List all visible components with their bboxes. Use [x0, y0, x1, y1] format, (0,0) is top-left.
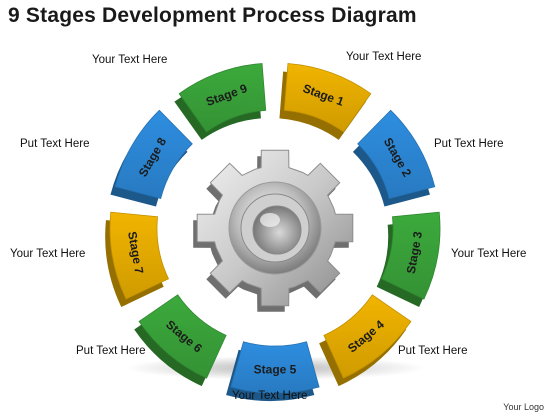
callout-text-2: Put Text Here	[434, 138, 504, 150]
stage-segment-5: Stage 5	[226, 341, 320, 401]
callout-text-9: Your Text Here	[92, 54, 168, 66]
page-title: 9 Stages Development Process Diagram	[8, 4, 417, 27]
stage-segment-7: Stage 7	[105, 211, 170, 308]
callout-text-5: Your Text Here	[232, 390, 308, 402]
callout-text-7: Your Text Here	[10, 248, 86, 260]
gear-icon	[193, 149, 354, 312]
stage-label-5: Stage 5	[254, 363, 297, 377]
logo: Your Logo	[503, 402, 544, 412]
stage-segment-3: Stage 3	[376, 211, 441, 308]
callout-text-8: Put Text Here	[20, 138, 90, 150]
callout-text-3: Your Text Here	[451, 248, 527, 260]
callout-text-6: Put Text Here	[76, 345, 146, 357]
stage-segment-4: Stage 4	[319, 294, 412, 387]
callout-text-4: Put Text Here	[398, 345, 468, 357]
stage-segment-6: Stage 6	[134, 294, 227, 387]
callout-text-1: Your Text Here	[346, 51, 422, 63]
stage-segment-1: Stage 1	[279, 63, 372, 140]
stage-segment-9: Stage 9	[174, 63, 267, 140]
stage-segment-8: Stage 8	[110, 109, 193, 207]
stage-segment-2: Stage 2	[352, 109, 436, 207]
